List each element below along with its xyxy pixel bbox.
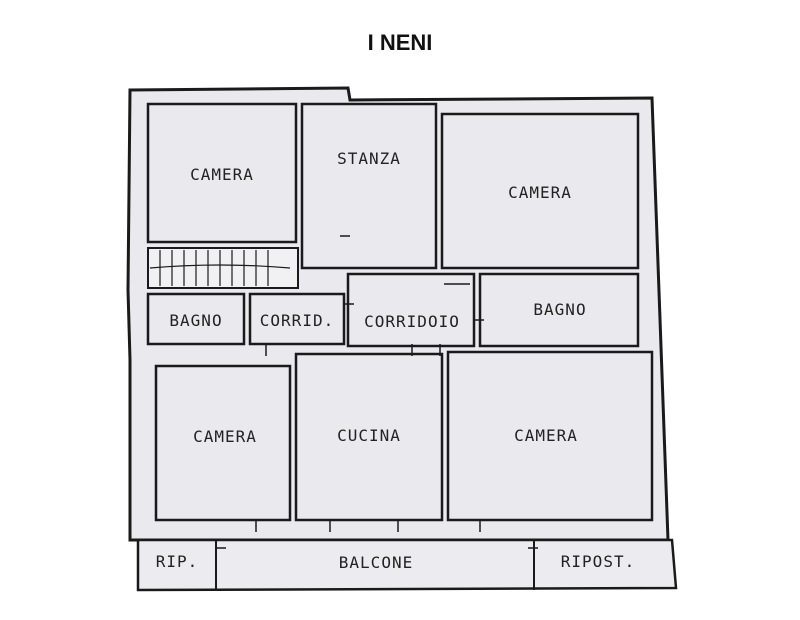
room-camera-top-left: [146, 102, 298, 244]
room-camera-top-right: [440, 112, 640, 270]
label-camera-bottom-right: CAMERA: [514, 426, 578, 445]
label-cucina: CUCINA: [337, 426, 401, 445]
staircase: [147, 247, 299, 289]
plan-title: I NENI: [367, 30, 433, 55]
door-marks: [216, 218, 538, 549]
room-cucina: [294, 352, 444, 522]
room-camera-bottom-right: [446, 350, 654, 522]
label-bagno-left: BAGNO: [169, 311, 222, 330]
room-camera-bottom-left: [154, 364, 292, 522]
label-stanza: STANZA: [337, 149, 401, 168]
label-bagno-right: BAGNO: [533, 300, 586, 319]
label-camera-bottom-left: CAMERA: [193, 427, 257, 446]
room-stanza: [300, 102, 438, 270]
label-camera-top-left: CAMERA: [190, 165, 254, 184]
label-camera-top-right: CAMERA: [508, 183, 572, 202]
label-balcone: BALCONE: [339, 553, 413, 572]
room-corrid: [248, 292, 346, 346]
label-corrid: CORRID.: [260, 311, 334, 330]
room-corridoio: [346, 272, 476, 348]
label-rip: RIP.: [156, 552, 199, 571]
room-bagno-right: [478, 272, 640, 348]
label-corridoio: CORRIDOIO: [364, 312, 460, 331]
balcony-outline: [136, 538, 678, 592]
label-ripost: RIPOST.: [561, 552, 635, 571]
